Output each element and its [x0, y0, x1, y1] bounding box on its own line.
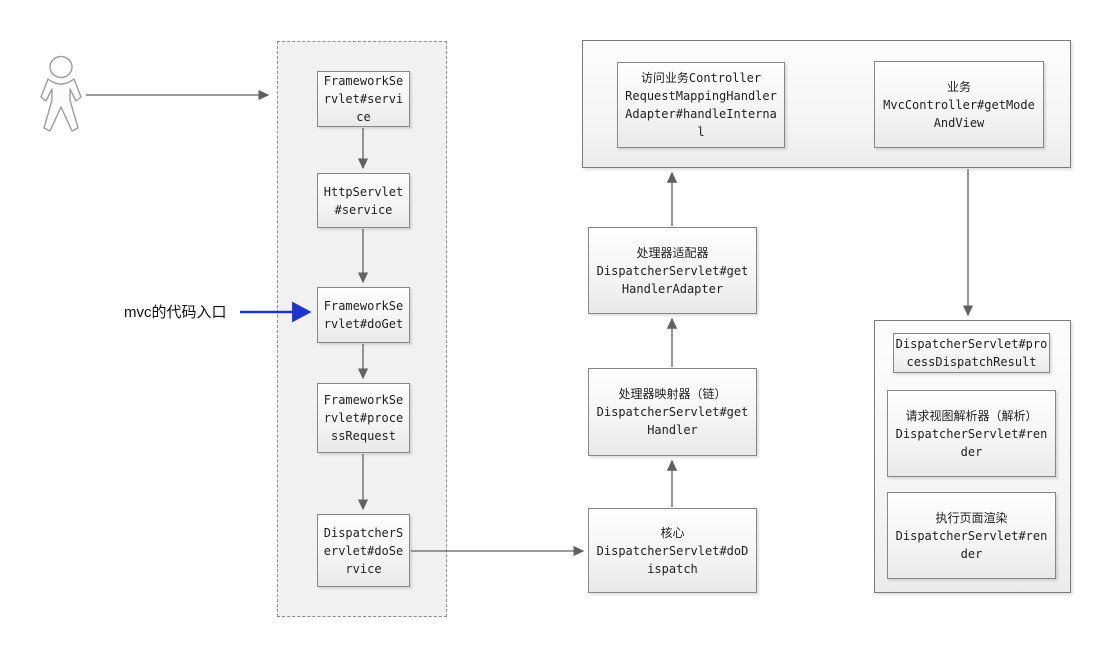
box-frameworkservlet-processrequest: FrameworkSe rvlet#proce ssRequest — [317, 383, 410, 453]
box-view-resolver: 请求视图解析器（解析） DispatcherServlet#ren der — [887, 390, 1056, 477]
box-frameworkservlet-doget: FrameworkSe rvlet#doGet — [317, 287, 410, 343]
user-actor-icon — [40, 55, 82, 132]
box-handler-mapping: 处理器映射器（链） DispatcherServlet#get Handler — [588, 368, 757, 456]
mvc-entry-label: mvc的代码入口 — [124, 304, 227, 321]
box-handler-adapter: 处理器适配器 DispatcherServlet#get HandlerAdap… — [588, 227, 757, 314]
box-dispatcherservlet-doservice: DispatcherS ervlet#doSe rvice — [317, 514, 410, 587]
box-process-dispatch-result: DispatcherServlet#pro cessDispatchResult — [893, 333, 1050, 373]
box-render-page: 执行页面渲染 DispatcherServlet#ren der — [887, 492, 1056, 579]
box-httpservlet-service: HttpServlet #service — [317, 173, 410, 228]
box-handle-internal: 访问业务Controller RequestMappingHandler Ada… — [617, 62, 785, 148]
box-frameworkservlet-service: FrameworkSe rvlet#servi ce — [317, 71, 410, 127]
box-business-controller: 业务 MvcController#getMode AndView — [874, 61, 1044, 148]
box-dispatcherservlet-dodispatch: 核心 DispatcherServlet#doD ispatch — [588, 508, 757, 593]
